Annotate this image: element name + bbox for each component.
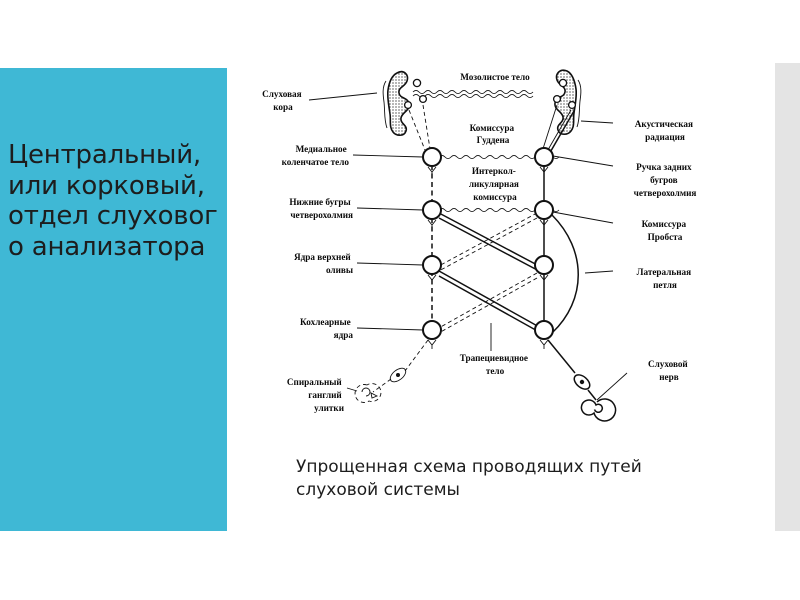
figure-caption: Упрощенная схема проводящих путей слухов… — [296, 457, 648, 500]
synapse-rings — [403, 78, 577, 110]
label-inferior-colliculi: Нижние бугры четверохолмия — [289, 197, 353, 220]
left-label-group: Слуховая кора Медиальное коленчатое тело… — [262, 89, 424, 413]
label-spiral-ganglion: Спиральный ганглий улитки — [287, 377, 345, 413]
cochlea-right — [547, 339, 617, 422]
label-superior-olive-nuclei: Ядра верхней оливы — [294, 252, 353, 275]
label-corpus-callosum: Мозолистое тело — [460, 72, 530, 82]
efferent-stubs — [427, 166, 549, 349]
label-brachium-inferior-colliculus: Ручка задних бугров четверохолмия — [634, 162, 697, 198]
spiral-ganglion-left — [354, 339, 429, 403]
label-cochlear-nuclei: Кохлеарные ядра — [300, 317, 353, 340]
nucleus-nodes-right — [534, 147, 554, 340]
page-title: Центральный, или корковый, отдел слухово… — [8, 140, 218, 263]
label-trapezoid-body: Трапециевидное тело — [460, 353, 531, 376]
title-panel: Центральный, или корковый, отдел слухово… — [0, 68, 227, 531]
label-intercollicular-commissure: Интеркол- ликулярная комиссура — [469, 166, 521, 202]
right-label-group: Акустическая радиация Ручка задних бугро… — [552, 119, 697, 401]
auditory-pathway-diagram: Мозолистое тело Коми — [245, 55, 765, 445]
corpus-callosum-band — [412, 89, 534, 99]
acoustic-radiation-fibres — [408, 104, 575, 157]
vertical-scrollbar[interactable] — [775, 63, 800, 531]
label-medial-geniculate-body: Медиальное коленчатое тело — [282, 144, 350, 167]
label-acoustic-radiation: Акустическая радиация — [635, 119, 695, 142]
decussating-tracts — [436, 212, 542, 335]
label-probst-commissure: Комиссура Пробста — [642, 219, 689, 242]
label-lateral-lemniscus: Латеральная петля — [637, 267, 694, 290]
lateral-lemniscus-arc — [551, 214, 579, 334]
auditory-cortex-left-shape — [382, 70, 410, 137]
label-auditory-nerve: Слуховой нерв — [648, 359, 690, 382]
label-auditory-cortex: Слуховая кора — [262, 89, 304, 112]
label-gudden-commissure: Комиссура Гуддена — [470, 123, 517, 145]
